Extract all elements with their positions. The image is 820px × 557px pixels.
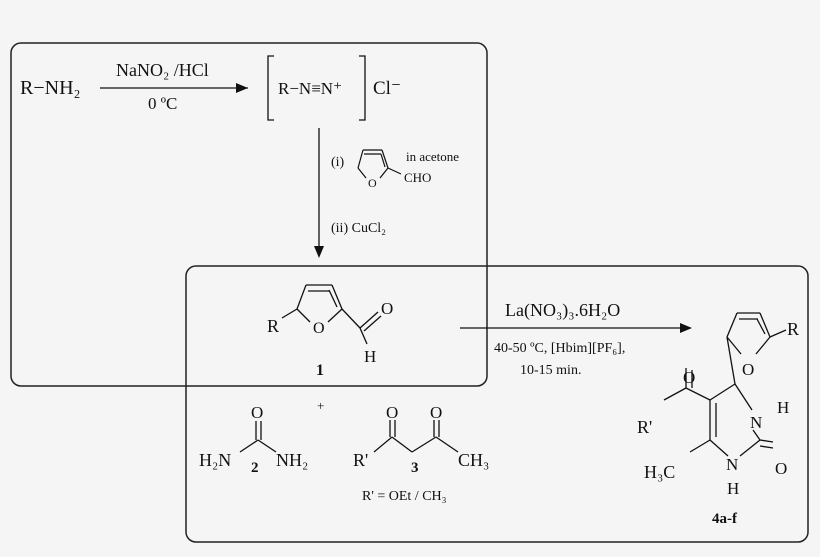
frame-step2 [185,265,809,543]
solvent-acetone: in acetone [406,149,459,164]
compound-1-structure [281,284,382,345]
condition-ii-cucl2: (ii) CuCl₂ [331,221,386,236]
product-structure [663,312,787,457]
arrow-meerwein-head [314,246,324,258]
product-n1-h: H [727,479,739,498]
product-r: R [787,319,799,339]
product-rprime: R' [637,417,652,437]
rprime-definition: R' = OEt / CH₃ [362,489,447,504]
furfural-structure [357,149,402,179]
compound-1-carbonyl-oxygen: O [381,299,393,318]
arrow-diazotization-head [236,83,248,93]
diazonium-salt: R−N≡N⁺ [278,79,342,98]
condition-i-label: (i) [331,155,345,170]
condition-temperature-solvent: 40-50 ºC, [Hbim][PF₆], [494,341,625,356]
compound-1-ring-oxygen: O [313,320,325,337]
product-c2-oxygen: O [775,459,787,478]
compound-1-aldehyde-h: H [364,347,376,366]
product-furan-oxygen: O [742,360,754,379]
bracket-right [359,55,366,121]
compound-3-oxygen-2: O [430,403,442,422]
product-n1: N [726,455,738,474]
compound-3-id: 3 [411,460,419,476]
condition-time: 10-15 min. [520,363,581,378]
product-methyl: H₃C [644,462,675,482]
bracket-left [267,55,274,121]
compound-3-oxygen-1: O [386,403,398,422]
urea-oxygen: O [251,403,263,422]
urea-id: 2 [251,460,259,476]
urea-structure [239,421,277,453]
arrow-biginelli-head [680,323,692,333]
chloride-counterion: Cl⁻ [373,78,401,99]
furfural-ring-oxygen: O [368,176,377,190]
compound-1-r: R [267,316,279,336]
reagent-temperature: 0 ºC [148,94,177,113]
compound-3-rprime: R' [353,450,368,470]
frame-step1 [10,42,488,387]
compound-1-id: 1 [316,362,324,379]
compound-3-structure [373,420,459,453]
reagent-nano2-hcl: NaNO₂ /HCl [116,60,209,80]
plus-sign: + [317,398,324,413]
product-n3-h: H [777,398,789,417]
urea-left-amine: H₂N [199,450,231,470]
furfural-cho: CHO [404,170,431,185]
catalyst-label: La(NO₃)₃.6H₂O [505,300,620,321]
product-n3: N [750,413,762,432]
product-id: 4a-f [712,511,738,527]
urea-right-amine: NH₂ [276,450,308,470]
product-keto-oxygen: O [683,368,695,387]
amine-reactant: R−NH₂ [20,77,80,99]
compound-3-methyl: CH₃ [458,450,489,470]
